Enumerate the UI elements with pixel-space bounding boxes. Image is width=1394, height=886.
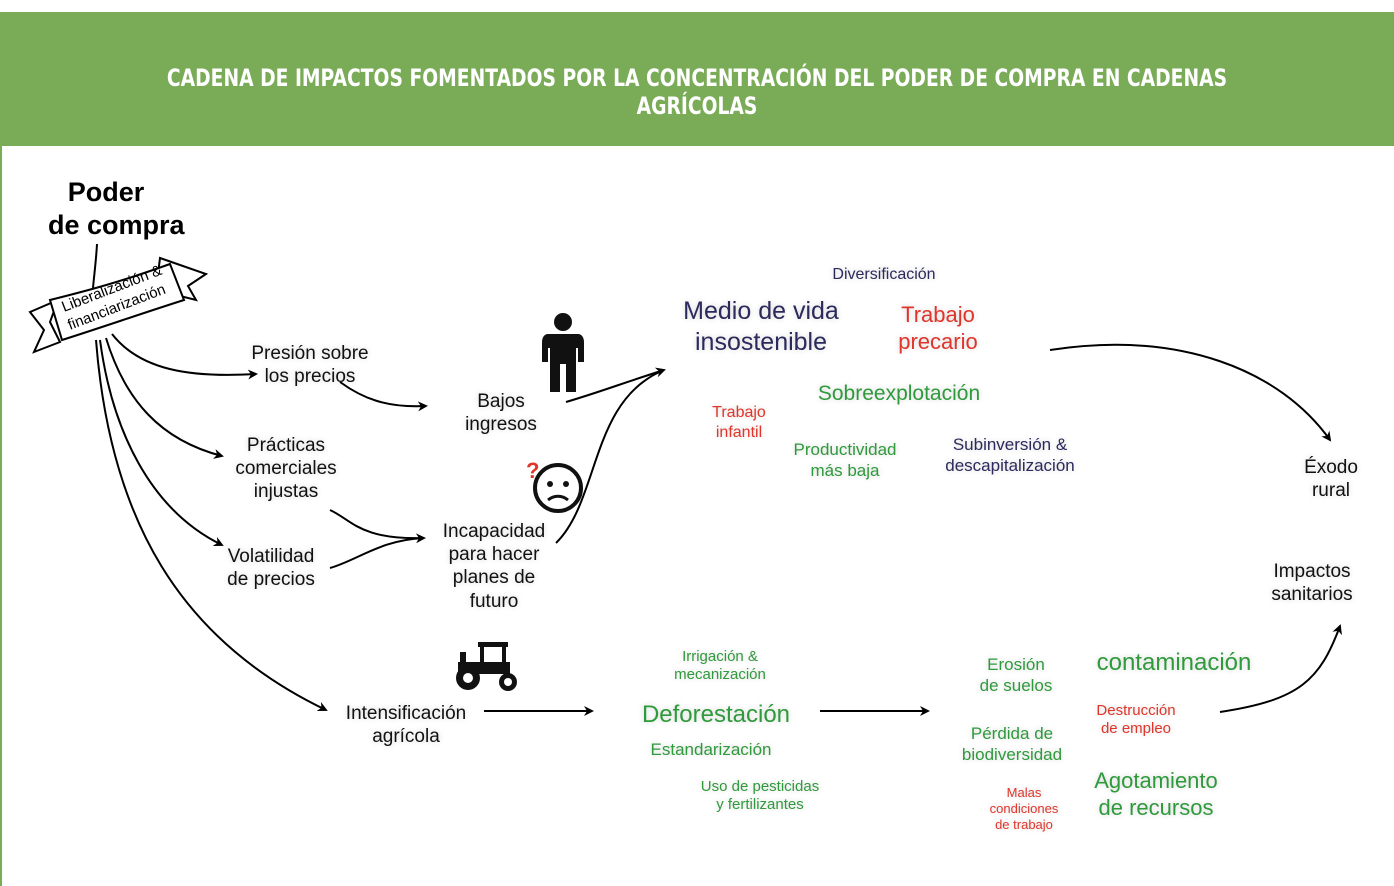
pesticidas-line1: Uso de pesticidas <box>700 778 820 795</box>
precario-line1: Trabajo <box>901 302 975 327</box>
sanitarios-line1: Impactos <box>1273 561 1351 582</box>
node-exodo-rural: Éxodo rural <box>1286 456 1376 502</box>
irrigacion-line1: Irrigación & <box>682 648 758 665</box>
arrow-precios-bajos <box>339 381 428 412</box>
label-subinversion: Subinversión & descapitalización <box>922 435 1098 476</box>
node-presion-precios: Presión sobre los precios <box>230 342 390 388</box>
confused-face-icon: ? <box>526 458 583 513</box>
malas-line1: Malas <box>1006 785 1042 800</box>
erosion-line1: Erosión <box>987 655 1045 674</box>
bajos-line2: ingresos <box>465 414 537 436</box>
arrow-to-intensificacion <box>95 339 328 712</box>
pesticidas-line2: y fertilizantes <box>716 796 804 814</box>
medio-line2: insostenible <box>694 327 828 356</box>
node-intensificacion: Intensificación agrícola <box>326 702 486 748</box>
erosion-line2: de suelos <box>979 675 1053 695</box>
tractor-icon <box>456 642 517 691</box>
diagram-frame <box>0 12 1394 886</box>
malas-line2: condiciones <box>989 800 1059 816</box>
label-destruccion-empleo: Destrucción de empleo <box>1078 702 1194 739</box>
destruccion-line1: Destrucción <box>1096 702 1176 719</box>
biodiversidad-line1: Pérdida de <box>970 724 1054 743</box>
agotamiento-line1: Agotamiento <box>1094 768 1218 793</box>
productividad-line1: Productividad <box>793 440 897 459</box>
destruccion-line2: de empleo <box>1100 720 1172 738</box>
label-pesticidas: Uso de pesticidas y fertilizantes <box>684 778 836 815</box>
banner-ribbon: Liberalización & financiarización <box>28 256 209 354</box>
stem-line <box>92 243 98 289</box>
infantil-line2: infantil <box>715 423 763 441</box>
poder-line2: de compra <box>48 209 185 240</box>
infantil-line1: Trabajo <box>712 404 766 421</box>
label-trabajo-infantil: Trabajo infantil <box>694 403 784 442</box>
productividad-line2: más baja <box>810 460 880 480</box>
precario-line2: precario <box>898 328 978 354</box>
label-diversificacion: Diversificación <box>832 266 936 283</box>
practicas-line2: comerciales <box>235 458 337 480</box>
label-contaminacion: contaminación <box>1096 649 1252 676</box>
exodo-line2: rural <box>1311 480 1350 502</box>
label-biodiversidad: Pérdida de biodiversidad <box>946 724 1078 765</box>
arrow-env-sanitarios <box>1219 624 1342 713</box>
svg-text:?: ? <box>526 458 539 483</box>
intensificacion-line1: Intensificación <box>345 703 467 724</box>
title-bar <box>0 12 1394 146</box>
node-impactos-sanitarios: Impactos sanitarios <box>1250 560 1374 606</box>
label-deforestacion: Deforestación <box>641 701 791 728</box>
arrow-volatilidad-incapacidad <box>329 537 425 569</box>
incapacidad-line1: Incapacidad <box>442 521 546 542</box>
volatilidad-line2: de precios <box>227 569 315 591</box>
bajos-line1: Bajos <box>477 391 525 412</box>
node-poder-de-compra: Poder de compra <box>48 176 185 242</box>
practicas-line1: Prácticas <box>246 435 326 456</box>
irrigacion-line2: mecanización <box>674 666 766 684</box>
arrow-livelihood-exodo <box>1049 343 1332 442</box>
poder-line1: Poder <box>67 177 145 207</box>
label-erosion: Erosión de suelos <box>966 655 1066 696</box>
biodiversidad-line2: biodiversidad <box>961 744 1063 764</box>
arrow-to-practicas <box>105 337 224 459</box>
incapacidad-line4: futuro <box>469 590 519 612</box>
label-productividad: Productividad más baja <box>774 440 916 481</box>
label-trabajo-precario: Trabajo precario <box>878 302 998 356</box>
label-sobreexplotacion: Sobreexplotación <box>817 382 981 405</box>
arrow-incapacidad-livelihood <box>555 369 665 544</box>
incapacidad-line3: planes de <box>452 567 536 589</box>
incapacidad-line2: para hacer <box>448 544 540 566</box>
subinversion-line1: Subinversión & <box>952 435 1068 454</box>
label-medio-de-vida: Medio de vida insostenible <box>666 296 856 357</box>
arrow-to-volatilidad <box>99 339 224 546</box>
presion-line2: los precios <box>264 366 356 388</box>
arrow-practicas-incapacidad <box>329 509 426 544</box>
sanitarios-line2: sanitarios <box>1271 584 1353 606</box>
label-agotamiento: Agotamiento de recursos <box>1072 768 1240 822</box>
subinversion-line2: descapitalización <box>945 455 1075 475</box>
label-malas-condiciones: Malas condiciones de trabajo <box>972 785 1076 833</box>
diagram-title: Cadena de impactos fomentados por la con… <box>166 64 1228 120</box>
label-estandarizacion: Estandarización <box>650 740 772 759</box>
arrow-to-precios <box>111 333 258 380</box>
node-bajos-ingresos: Bajos ingresos <box>456 390 546 436</box>
person-icon <box>542 313 584 392</box>
practicas-line3: injustas <box>253 481 319 503</box>
agotamiento-line2: de recursos <box>1098 794 1214 820</box>
malas-line3: de trabajo <box>995 816 1053 832</box>
intensificacion-line2: agrícola <box>372 726 440 748</box>
arrow-bajos-livelihood <box>565 367 666 403</box>
presion-line1: Presión sobre <box>251 343 369 364</box>
node-incapacidad: Incapacidad para hacer planes de futuro <box>428 520 560 613</box>
volatilidad-line1: Volatilidad <box>227 546 315 567</box>
node-practicas-injustas: Prácticas comerciales injustas <box>216 434 356 504</box>
label-irrigacion: Irrigación & mecanización <box>654 648 786 685</box>
medio-line1: Medio de vida <box>683 297 839 325</box>
exodo-line1: Éxodo <box>1304 457 1358 478</box>
node-volatilidad: Volatilidad de precios <box>206 545 336 591</box>
